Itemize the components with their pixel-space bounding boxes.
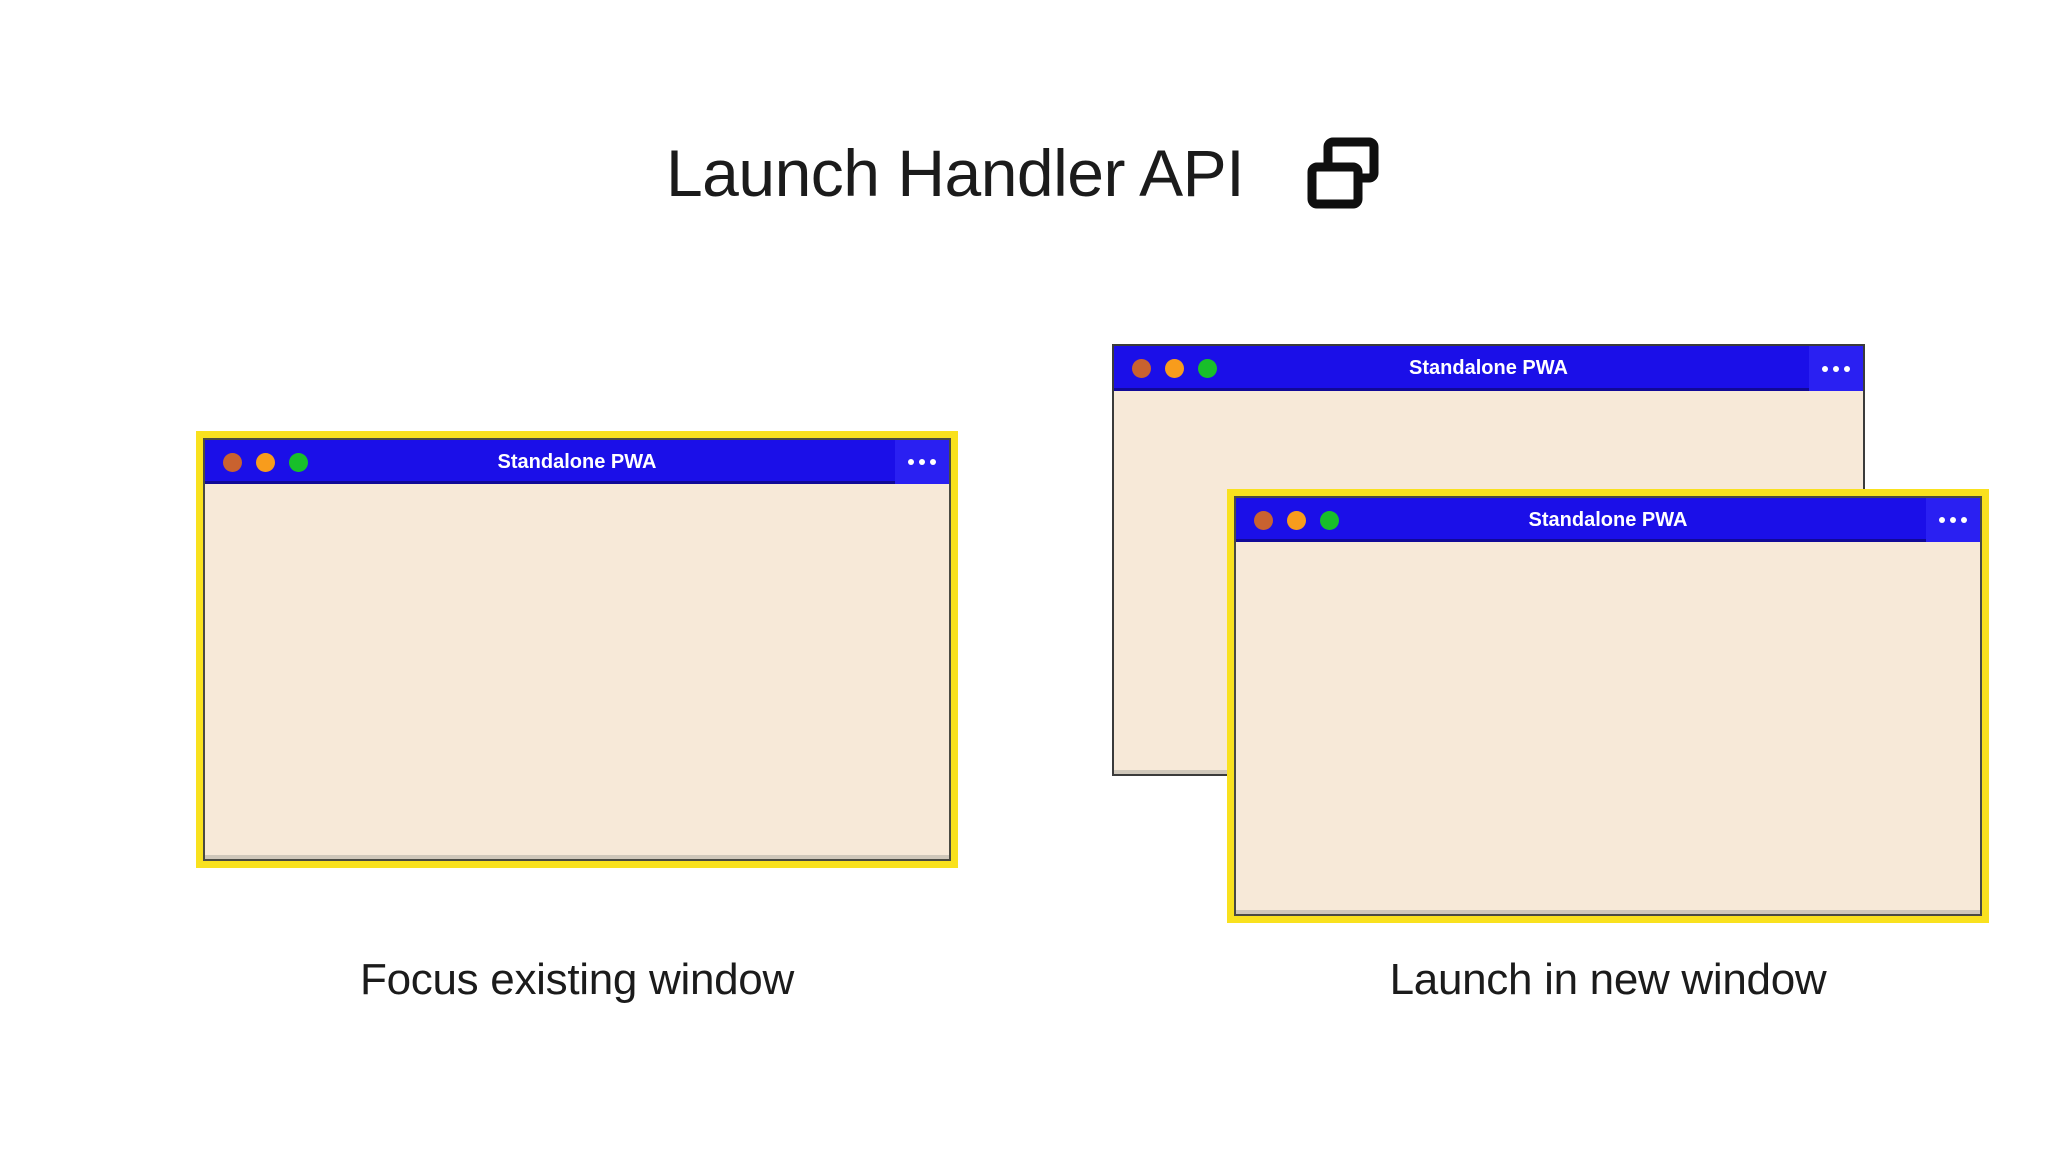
caption-focus-existing-window: Focus existing window bbox=[360, 955, 794, 1004]
traffic-lights bbox=[205, 452, 308, 472]
maximize-button-icon[interactable] bbox=[1320, 510, 1339, 530]
traffic-lights bbox=[1236, 510, 1339, 530]
window-content-area bbox=[205, 484, 949, 859]
window-focus-existing[interactable]: Standalone PWA bbox=[196, 431, 958, 868]
menu-dot-2 bbox=[1950, 517, 1956, 523]
window-title: Standalone PWA bbox=[1528, 508, 1688, 531]
window-frame: Standalone PWA bbox=[203, 438, 951, 861]
menu-dot-3 bbox=[1961, 517, 1967, 523]
window-title: Standalone PWA bbox=[497, 450, 657, 473]
window-launched-new[interactable]: Standalone PWA bbox=[1227, 489, 1989, 923]
menu-dot-3 bbox=[930, 459, 936, 465]
window-titlebar[interactable]: Standalone PWA bbox=[1114, 346, 1863, 391]
multiple-windows-icon bbox=[1304, 134, 1382, 212]
window-titlebar[interactable]: Standalone PWA bbox=[205, 440, 949, 484]
overflow-menu-button[interactable] bbox=[1926, 498, 1980, 542]
menu-dot-1 bbox=[1822, 365, 1828, 372]
overflow-menu-button[interactable] bbox=[1809, 346, 1863, 391]
page-title: Launch Handler API bbox=[665, 136, 1245, 210]
close-button-icon[interactable] bbox=[223, 452, 242, 472]
maximize-button-icon[interactable] bbox=[1198, 359, 1217, 378]
menu-dot-3 bbox=[1844, 365, 1850, 372]
minimize-button-icon[interactable] bbox=[256, 452, 275, 472]
minimize-button-icon[interactable] bbox=[1165, 359, 1184, 378]
minimize-button-icon[interactable] bbox=[1287, 510, 1306, 530]
close-button-icon[interactable] bbox=[1254, 510, 1273, 530]
window-content-area bbox=[1236, 542, 1980, 914]
window-titlebar[interactable]: Standalone PWA bbox=[1236, 498, 1980, 542]
close-button-icon[interactable] bbox=[1132, 359, 1151, 378]
maximize-button-icon[interactable] bbox=[289, 452, 308, 472]
menu-dot-1 bbox=[908, 459, 914, 465]
menu-dot-1 bbox=[1939, 517, 1945, 523]
overflow-menu-button[interactable] bbox=[895, 440, 949, 484]
caption-launch-in-new-window: Launch in new window bbox=[1389, 955, 1827, 1004]
menu-dot-2 bbox=[1833, 365, 1839, 372]
menu-dot-2 bbox=[919, 459, 925, 465]
window-frame: Standalone PWA bbox=[1234, 496, 1982, 916]
traffic-lights bbox=[1114, 359, 1217, 378]
window-title: Standalone PWA bbox=[1409, 357, 1568, 379]
page-header: Launch Handler API bbox=[0, 118, 2048, 228]
